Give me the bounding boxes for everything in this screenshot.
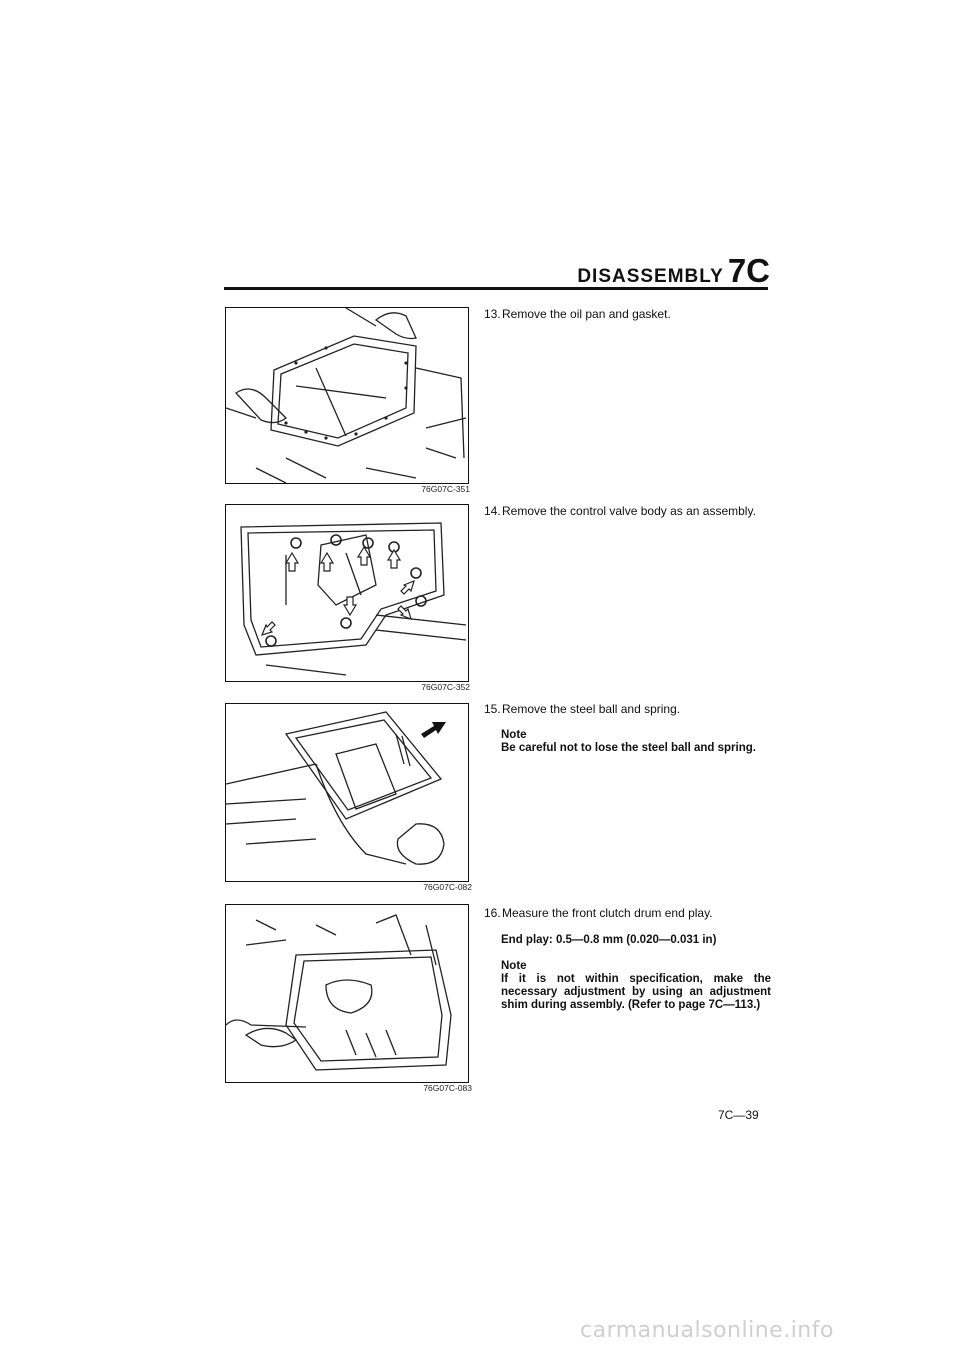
oil-pan-illustration [226, 308, 467, 483]
end-play-illustration [226, 914, 452, 1071]
step-text: Remove the steel ball and spring. [502, 702, 681, 716]
figure-oil-pan [225, 307, 469, 484]
figure-code: 76G07C-351 [421, 484, 470, 494]
note-block: Note Be careful not to lose the steel ba… [501, 729, 771, 755]
step-15: 15.Remove the steel ball and spring. [484, 702, 774, 716]
figure-code: 76G07C-352 [421, 682, 470, 692]
figure-end-play [225, 904, 469, 1083]
step-13: 13.Remove the oil pan and gasket. [484, 307, 774, 321]
step-number: 16. [484, 906, 501, 920]
section-number: 7C [727, 252, 770, 289]
page-number: 7C—39 [718, 1108, 759, 1122]
figure-code: 76G07C-082 [423, 882, 472, 892]
step-number: 15. [484, 702, 501, 716]
spec-line: End play: 0.5—0.8 mm (0.020—0.031 in) [501, 934, 717, 946]
step-text: Remove the control valve body as an asse… [502, 504, 756, 518]
pointer-arrow-icon [421, 722, 446, 738]
note-text: Be careful not to lose the steel ball an… [501, 742, 756, 754]
figure-code: 76G07C-083 [423, 1083, 472, 1093]
note-title: Note [501, 729, 527, 741]
note-block: Note If it is not within specification, … [501, 960, 771, 1012]
control-valve-illustration [240, 522, 467, 676]
step-16: 16.Measure the front clutch drum end pla… [484, 906, 774, 920]
step-text: Measure the front clutch drum end play. [502, 906, 713, 920]
step-text: Remove the oil pan and gasket. [502, 307, 671, 321]
figure-steel-ball [225, 703, 469, 882]
note-text: If it is not within specification, make … [501, 973, 771, 1011]
note-title: Note [501, 960, 527, 972]
steel-ball-illustration [226, 711, 446, 865]
header-rule [224, 287, 768, 290]
step-number: 13. [484, 307, 501, 321]
figure-control-valve [225, 504, 469, 682]
step-number: 14. [484, 504, 501, 518]
site-watermark[interactable]: carmanualsonline.info [580, 1318, 834, 1343]
header-title: DISASSEMBLY [577, 266, 724, 287]
step-14: 14.Remove the control valve body as an a… [484, 504, 774, 518]
